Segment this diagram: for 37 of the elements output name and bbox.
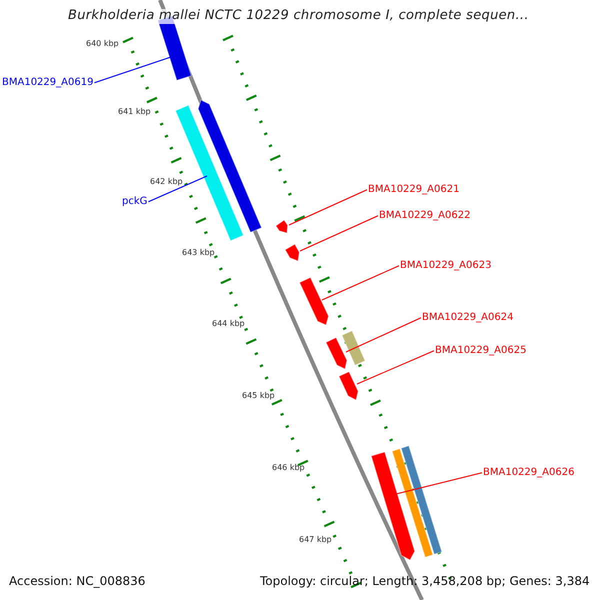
gene-feature xyxy=(338,371,359,401)
footer-text: Topology: circular; Length: 3,458,208 bp; Genes: 3,384 xyxy=(260,575,590,589)
leader-line xyxy=(396,472,482,494)
scale-label: 644 kbp xyxy=(212,319,245,328)
gene-label: BMA10229_A0625 xyxy=(435,345,526,356)
gene-feature xyxy=(400,445,442,555)
gene-feature xyxy=(275,219,288,234)
gene-feature xyxy=(325,336,348,370)
gene-feature xyxy=(298,276,330,326)
leader-line xyxy=(322,265,400,300)
leader-line xyxy=(300,215,378,252)
scale-label: 641 kbp xyxy=(118,107,151,116)
leader-line xyxy=(148,176,208,202)
footer-text: Accession: NC_008836 xyxy=(9,575,146,589)
gene-label: BMA10229_A0624 xyxy=(422,312,514,324)
title: Burkholderia mallei NCTC 10229 chromosome I, complete sequen... xyxy=(68,9,529,24)
gene-label: BMA10229_A0622 xyxy=(379,210,470,222)
gene-feature xyxy=(341,330,366,366)
gene-label: pckG xyxy=(122,196,148,208)
gene-feature xyxy=(392,448,434,558)
scale-label: 640 kbp xyxy=(86,39,119,48)
leader-line xyxy=(288,189,368,226)
gene-feature xyxy=(370,451,416,561)
gene-label: BMA10229_A0621 xyxy=(368,184,460,196)
scale-label: 645 kbp xyxy=(242,391,275,400)
leader-line xyxy=(94,56,172,84)
scale-label: 642 kbp xyxy=(150,177,183,186)
gene-label: BMA10229_A0626 xyxy=(483,467,574,478)
leader-line xyxy=(346,317,422,352)
scale-label: 643 kbp xyxy=(182,248,215,258)
gene-feature xyxy=(284,244,300,262)
gene-label: BMA10229_A0623 xyxy=(400,260,492,272)
gene-feature xyxy=(198,99,262,233)
leader-line xyxy=(356,350,434,384)
gene-label: BMA10229_A0619 xyxy=(2,77,94,88)
scale-label: 647 kbp xyxy=(299,535,332,544)
scale-label: 646 kbp xyxy=(272,463,305,472)
